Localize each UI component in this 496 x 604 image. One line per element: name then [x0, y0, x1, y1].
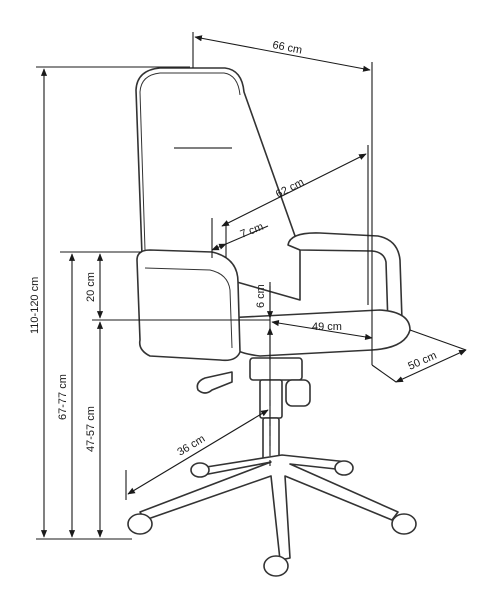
seat [224, 309, 411, 357]
label-armrest-height: 20 cm [85, 272, 97, 302]
caster-right [391, 513, 417, 535]
label-seat-thickness: 6 cm [255, 284, 267, 308]
tilt-knob [285, 379, 311, 407]
label-seat-width: 49 cm [312, 321, 342, 333]
left-armrest [136, 249, 241, 362]
label-seat-depth: 62 cm [274, 176, 306, 200]
chair-drawing [127, 67, 417, 577]
dim-line-overall-width [194, 35, 371, 72]
dim-line-base-radius [127, 409, 269, 495]
dimension-lines [36, 32, 467, 540]
dim-line-seat-depth [221, 153, 367, 227]
star-base [139, 454, 399, 561]
label-total-height: 110-120 cm [29, 277, 41, 334]
caster-back-right [334, 460, 354, 476]
left-armrest-panel [144, 267, 233, 349]
dim-line-seat-width [271, 320, 373, 340]
label-seat-height: 67-77 cm [57, 374, 69, 420]
label-lower-height: 47-57 cm [85, 406, 97, 452]
caster-back-left [190, 462, 210, 478]
backrest-seam [139, 72, 241, 251]
label-depth: 50 cm [406, 350, 438, 373]
dim-line-backrest-thickness [211, 243, 227, 251]
label-base-radius: 36 cm [175, 433, 207, 459]
gas-lever [196, 371, 233, 394]
caster-left [127, 513, 153, 535]
dim-line-depth [395, 349, 467, 383]
caster-front [263, 555, 289, 577]
label-overall-width: 66 cm [271, 39, 303, 56]
mechanism [249, 357, 303, 381]
